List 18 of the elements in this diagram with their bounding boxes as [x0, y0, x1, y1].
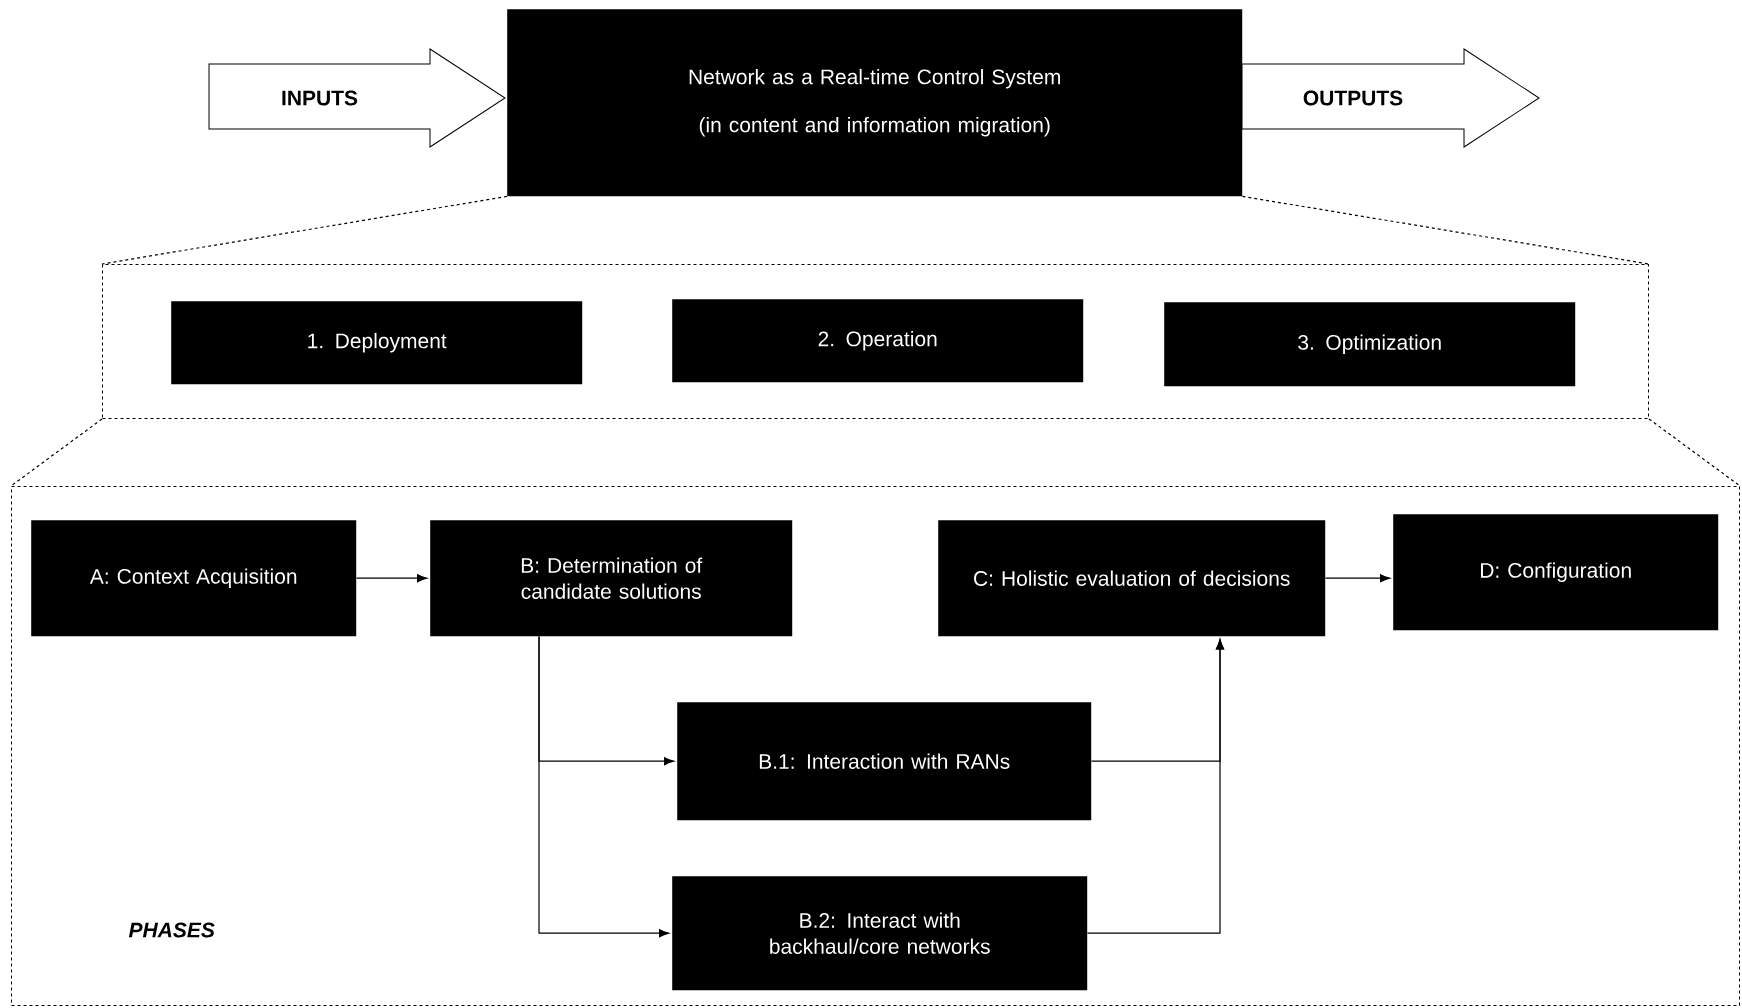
- process-box: 3. Optimization: [1164, 302, 1576, 387]
- projection-line: [1648, 418, 1741, 487]
- arrow: [355, 574, 428, 583]
- arrow: [1086, 639, 1225, 934]
- dashed-frame: [102, 264, 1649, 419]
- process-box: 1. Deployment: [171, 301, 583, 385]
- title-box: Network as a Real-time Control System (in content and information migration): [507, 9, 1243, 197]
- process-box: C: Holistic evaluation of decisions: [938, 520, 1326, 637]
- process-box: B.2: Interact with backhaul/core networks: [672, 876, 1088, 991]
- process-box: 2. Operation: [672, 299, 1084, 383]
- process-box: A: Context Acquisition: [31, 520, 357, 637]
- process-box: D: Configuration: [1393, 514, 1719, 631]
- arrow: [1324, 574, 1391, 583]
- projection-line: [10, 418, 103, 487]
- arrow: [538, 635, 670, 938]
- projection-line: [101, 195, 508, 265]
- process-box: B: Determination of candidate solutions: [430, 520, 793, 637]
- process-box: B.1: Interaction with RANs: [677, 702, 1092, 821]
